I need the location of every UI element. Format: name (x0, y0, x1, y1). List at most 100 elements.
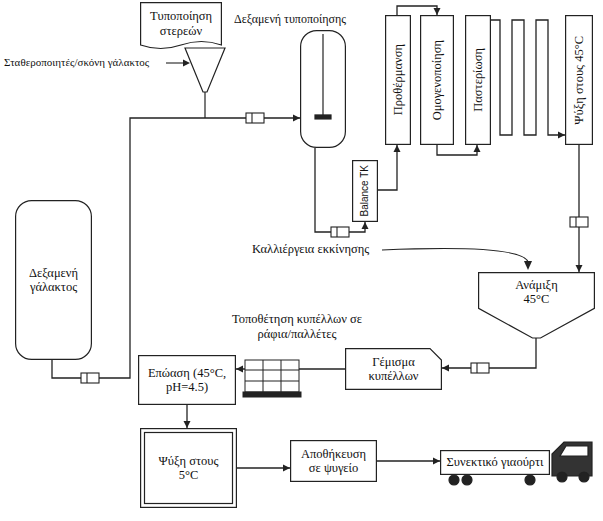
balance-tank: Balance TK (352, 160, 378, 222)
homogeniser: Ομογενοποίηση (420, 15, 454, 145)
rack-frame (245, 360, 299, 392)
flow-line (491, 20, 565, 135)
text-holder: Ομογενοποίηση (420, 15, 454, 145)
ingredient-hopper (185, 48, 225, 118)
tank-outline (301, 31, 346, 148)
box-outline (466, 16, 491, 145)
flow-connector (184, 405, 191, 428)
node-text: Ψύξη στους 5°C (148, 454, 229, 483)
arrowhead (576, 265, 583, 272)
rack-line (263, 360, 264, 392)
flow-connector (378, 145, 401, 190)
cooling-section: Ψύξη στους 45°C (565, 15, 593, 145)
document-shape: Τυποποίηση στερεών (140, 2, 222, 53)
pasteuriser: Παστερίωση (465, 15, 491, 145)
wheel (557, 472, 567, 482)
filling-machine: Γέμισμα κυπέλλων (345, 348, 442, 390)
leader-arrowhead (183, 60, 190, 67)
document-outline (141, 3, 222, 49)
trailer-wheels (440, 475, 550, 487)
agitator-shaft (322, 34, 323, 115)
arrowhead (236, 366, 243, 373)
pump-symbol (570, 217, 588, 227)
pump-symbol (476, 363, 477, 373)
flow-connector (397, 6, 441, 15)
text-holder: Ανάμιξη 45°C (478, 272, 595, 338)
text-holder: Αποθήκευση σε ψυγείο (290, 440, 377, 482)
text-holder: Παστερίωση (465, 15, 491, 145)
flow-connector (377, 458, 440, 465)
node-text: Παστερίωση (471, 48, 485, 112)
flow-connector (491, 20, 565, 139)
pump-symbol (251, 113, 252, 123)
text-holder: Ψύξη στους 45°C (565, 15, 593, 145)
node-text: Γέμισμα κυπέλλων (349, 355, 438, 384)
text-holder: Επώαση (45°C, pH=4.5) (138, 355, 236, 405)
milk-tank: Δεξαμενή γάλακτος (15, 200, 92, 360)
leader-arrowhead (524, 261, 532, 270)
wheel (449, 475, 459, 485)
flow-connector (576, 145, 583, 272)
cooling-room: Ψύξη στους 5°C (140, 428, 237, 508)
text-holder: Balance TK (352, 160, 378, 222)
preheating-section: Προθέρμανση (385, 15, 411, 145)
pump-symbol (471, 363, 489, 373)
racking-label: Τοποθέτηση κυπέλλων σε ράφια/παλλέτες (222, 312, 372, 342)
room-inner-outline (145, 433, 233, 504)
node-text: Τυποποίηση στερεών (144, 9, 218, 38)
arrowhead (293, 115, 300, 122)
rack-line (245, 381, 299, 382)
node-outline (300, 30, 346, 148)
flow-connector (437, 145, 481, 155)
cab-window (560, 446, 588, 456)
text-holder (300, 30, 346, 148)
storage-box: Αποθήκευση σε ψυγείο (290, 440, 377, 482)
flow-connector (237, 465, 290, 472)
leader-line (166, 62, 184, 63)
hopper-pipe (204, 92, 205, 118)
box-outline (566, 16, 593, 145)
hopper-body (185, 48, 225, 92)
standardisation-tank: Δεξαμενή τυποποίησης (300, 30, 346, 148)
arrowhead (283, 465, 290, 472)
pump-symbol (336, 227, 337, 237)
node-text: Συνεκτικό γιαούρτι (447, 455, 544, 469)
rack-line (245, 370, 299, 371)
leader-line (382, 249, 528, 263)
node-text: Προθέρμανση (391, 44, 405, 115)
pump-symbol (81, 373, 99, 383)
flow-line (377, 460, 440, 461)
arrowhead (362, 222, 369, 229)
text-holder: Τυποποίηση στερεών (140, 2, 222, 53)
pump-symbols (81, 113, 588, 383)
starter-culture-label: Καλλιέργεια εκκίνησης (252, 242, 369, 257)
arrowhead (474, 145, 481, 152)
pump-symbol (246, 113, 264, 123)
flow-line (237, 467, 290, 468)
arrowhead (442, 365, 449, 372)
mixing-vessel: Ανάμιξη 45°C (478, 272, 595, 338)
box-outline (353, 161, 378, 222)
pump-symbol (331, 227, 349, 237)
node-text: Ανάμιξη 45°C (505, 278, 569, 307)
ingredient-label: Σταθεροποιητές/σκόνη γάλακτος (4, 56, 149, 69)
room-outline (141, 429, 237, 508)
box-outline (386, 16, 411, 145)
cup-racks (243, 360, 301, 397)
tank-heading: Δεξαμενή τυποποίησης (234, 13, 346, 27)
node-text: Ψύξη στους 45°C (572, 36, 586, 125)
wheel (525, 475, 535, 485)
arrowhead (184, 421, 191, 428)
pump-symbol (86, 373, 87, 383)
text-holder: Προθέρμανση (385, 15, 411, 145)
machine-outline (346, 349, 442, 390)
wheel (462, 475, 472, 485)
cab-body (552, 442, 592, 476)
arrowhead (394, 145, 401, 152)
pallet (243, 392, 301, 397)
text-holder: Συνεκτικό γιαούρτι (440, 450, 550, 475)
node-text: Ομογενοποίηση (430, 40, 444, 120)
node-text: Επώαση (45°C, pH=4.5) (142, 366, 232, 395)
box-outline (421, 16, 454, 145)
node-text: Balance TK (359, 165, 371, 217)
